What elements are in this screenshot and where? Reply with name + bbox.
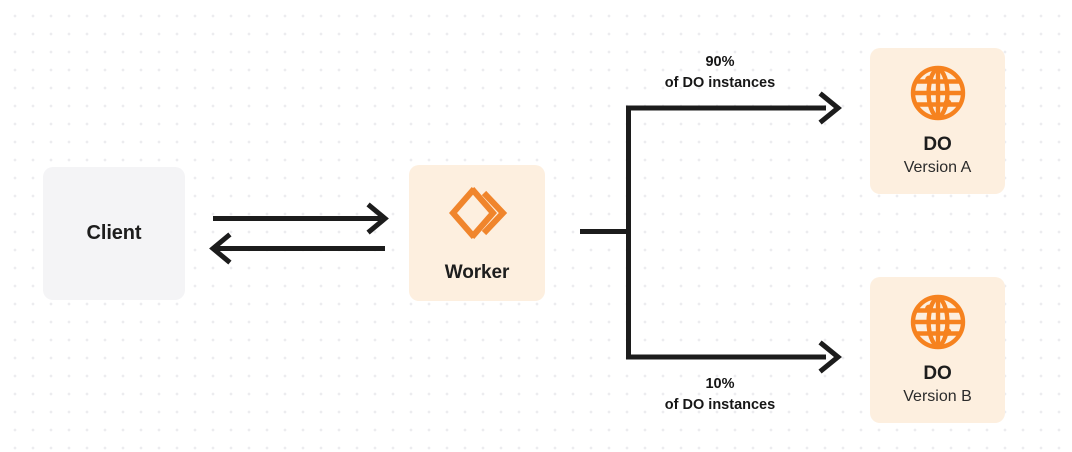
- node-do-a-title: DO: [923, 133, 952, 155]
- node-worker-title: Worker: [444, 262, 510, 284]
- node-client[interactable]: Client: [43, 167, 185, 300]
- node-do-b-subtitle: Version B: [903, 387, 972, 405]
- edge-label-do-a: 90% of DO instances: [592, 52, 848, 94]
- edge-label-do-a-description: of DO instances: [664, 75, 776, 92]
- node-worker[interactable]: Worker: [409, 165, 545, 301]
- edge-label-do-b: 10% of DO instances: [592, 374, 848, 416]
- durable-object-globe-icon: [909, 293, 967, 351]
- edge-worker-to-client: [209, 232, 385, 265]
- edge-label-do-a-percent: 90%: [705, 54, 735, 70]
- node-do-version-b[interactable]: DO Version B: [870, 277, 1005, 423]
- edge-label-do-b-description: of DO instances: [664, 397, 776, 414]
- edge-client-to-worker: [213, 202, 389, 235]
- cloudflare-workers-icon: [446, 182, 508, 244]
- node-do-version-a[interactable]: DO Version A: [870, 48, 1005, 194]
- durable-object-globe-icon: [909, 64, 967, 122]
- edge-label-do-b-percent: 10%: [705, 376, 735, 392]
- edge-worker-to-do-a: [626, 91, 842, 125]
- edge-worker-to-do-b: [626, 340, 842, 374]
- node-client-title: Client: [86, 222, 142, 244]
- node-do-b-title: DO: [923, 362, 952, 384]
- node-do-a-subtitle: Version A: [903, 158, 972, 176]
